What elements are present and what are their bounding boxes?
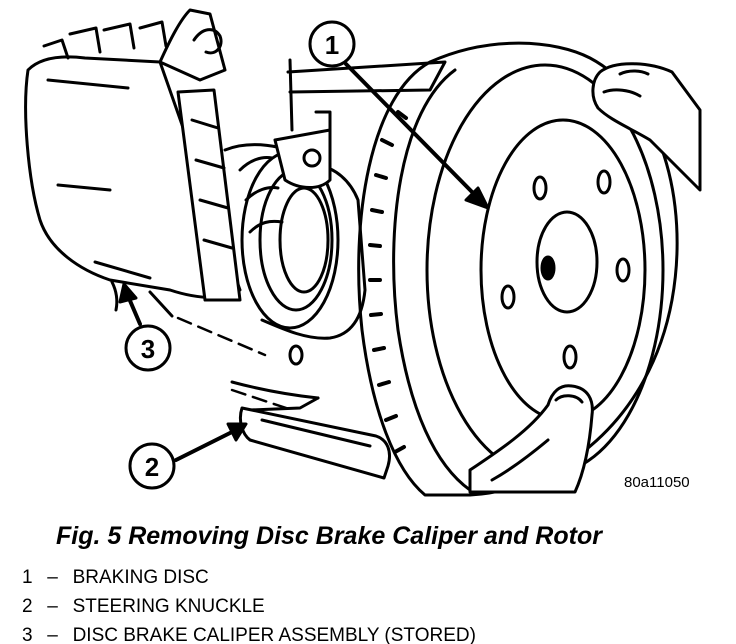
hands bbox=[468, 62, 702, 494]
caliper-assembly bbox=[24, 8, 242, 318]
legend-number: 3 bbox=[22, 625, 33, 644]
steering-knuckle bbox=[176, 163, 367, 412]
legend-item: 3–DISC BRAKE CALIPER ASSEMBLY (STORED) bbox=[22, 621, 476, 644]
legend-number: 1 bbox=[22, 567, 33, 588]
figure-caption: Fig. 5 Removing Disc Brake Caliper and R… bbox=[56, 522, 602, 550]
callout-3: 3 bbox=[118, 282, 172, 372]
brake-illustration: 1 2 3 80a11050 bbox=[24, 8, 702, 497]
legend-label: BRAKING DISC bbox=[72, 567, 209, 588]
legend-label: DISC BRAKE CALIPER ASSEMBLY (STORED) bbox=[72, 625, 476, 644]
legend-separator: – bbox=[47, 596, 58, 617]
legend-item: 2–STEERING KNUCKLE bbox=[22, 592, 476, 621]
figure-reference-code: 80a11050 bbox=[624, 474, 690, 491]
callout-1: 1 bbox=[308, 20, 490, 210]
legend-number: 2 bbox=[22, 596, 33, 617]
callout-3-label: 3 bbox=[141, 334, 155, 364]
callout-2: 2 bbox=[128, 422, 248, 490]
legend-separator: – bbox=[47, 567, 58, 588]
legend-label: STEERING KNUCKLE bbox=[72, 596, 265, 617]
brake-pad bbox=[238, 406, 391, 480]
legend-list: 1–BRAKING DISC 2–STEERING KNUCKLE 3–DISC… bbox=[22, 563, 476, 644]
axle-boot bbox=[223, 58, 447, 330]
callout-1-label: 1 bbox=[325, 30, 339, 60]
legend-item: 1–BRAKING DISC bbox=[22, 563, 476, 592]
legend-separator: – bbox=[47, 625, 58, 644]
callout-2-label: 2 bbox=[145, 452, 159, 482]
